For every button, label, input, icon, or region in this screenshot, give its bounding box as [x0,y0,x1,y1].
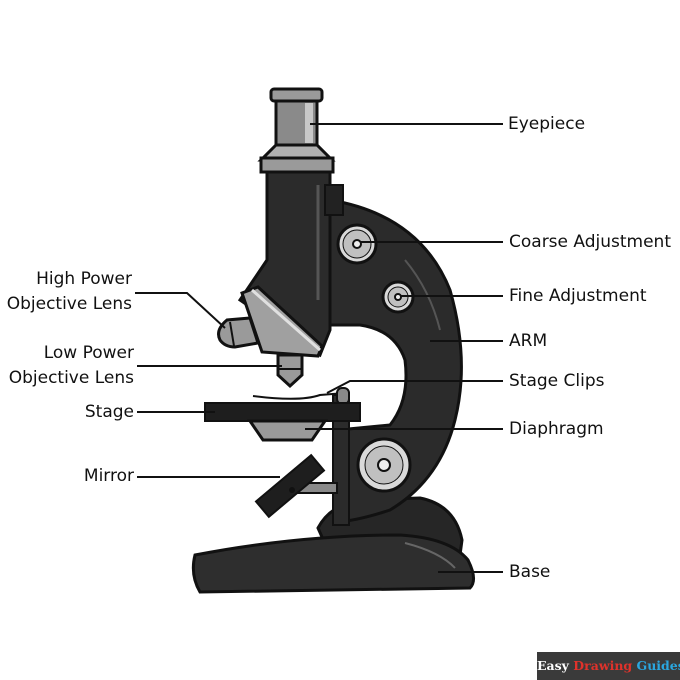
fine-adjustment-knob [381,280,415,314]
stage [204,402,361,422]
label-mirror: Mirror [83,466,134,486]
diaphragm [247,419,328,442]
brand-word-drawing: Drawing [573,658,633,673]
label-fine-adjustment: Fine Adjustment [509,286,647,306]
brand-word-easy: Easy [537,658,569,673]
label-low-power-line2: Objective Lens [8,368,134,388]
eyepiece [257,87,336,174]
arm [328,198,463,524]
mirror [254,453,338,519]
label-high-power-line1: High Power [36,269,132,289]
stage-clips [252,387,350,405]
coarse-adjustment-knob [336,223,378,265]
label-diaphragm: Diaphragm [509,419,604,439]
nosepiece [240,285,324,358]
illumination-knob [356,437,412,493]
low-power-objective [276,353,304,389]
label-high-power-line2: Objective Lens [6,294,132,314]
label-eyepiece: Eyepiece [508,114,586,134]
brand-word-guides: Guides [636,658,680,673]
brand-badge: Easy Drawing Guides [537,652,680,680]
label-coarse-adjustment: Coarse Adjustment [509,232,671,252]
leader-stage-clips [326,380,503,394]
leader-high-power [135,292,226,329]
label-arm: ARM [509,331,548,351]
label-low-power-line1: Low Power [43,343,134,363]
label-stage: Stage [84,402,134,422]
label-base: Base [509,562,551,582]
label-stage-clips: Stage Clips [509,371,605,391]
leader-lines [135,123,503,573]
high-power-objective [217,316,260,349]
